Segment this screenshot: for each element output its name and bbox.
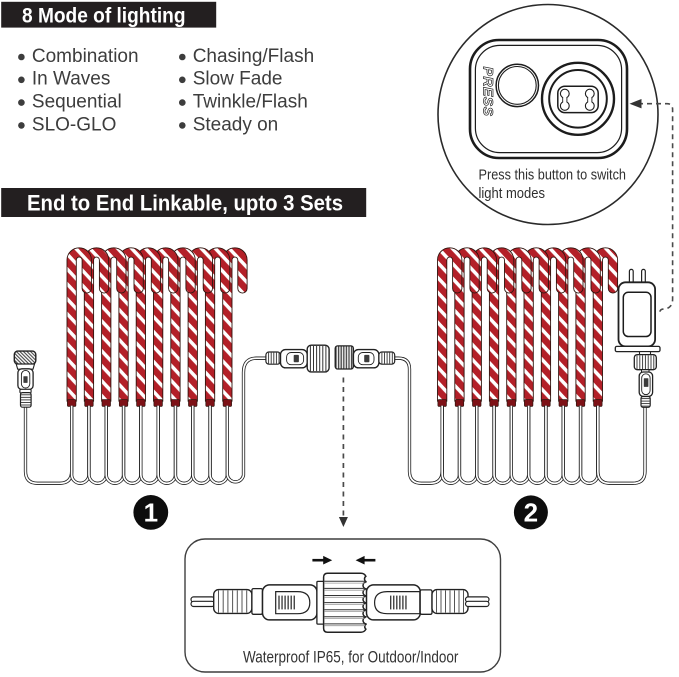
svg-text:8 Mode of lighting: 8 Mode of lighting [22, 4, 186, 28]
svg-text:PRESS: PRESS [481, 67, 497, 117]
svg-text:2: 2 [524, 498, 538, 528]
svg-text:Sequential: Sequential [32, 92, 122, 113]
svg-text:Twinkle/Flash: Twinkle/Flash [193, 92, 308, 113]
svg-text:Press this button to switch: Press this button to switch [479, 166, 627, 183]
svg-text:1: 1 [144, 498, 158, 528]
svg-text:Waterproof IP65, for Outdoor/I: Waterproof IP65, for Outdoor/Indoor [243, 648, 459, 667]
svg-text:Combination: Combination [32, 46, 139, 67]
svg-text:End to End Linkable, upto 3 Se: End to End Linkable, upto 3 Sets [27, 191, 343, 216]
svg-text:In Waves: In Waves [32, 69, 111, 90]
svg-text:Slow Fade: Slow Fade [193, 69, 283, 90]
svg-text:light modes: light modes [479, 185, 546, 202]
svg-text:Chasing/Flash: Chasing/Flash [193, 46, 314, 67]
svg-text:Steady on: Steady on [193, 114, 279, 135]
svg-text:SLO-GLO: SLO-GLO [32, 114, 116, 135]
